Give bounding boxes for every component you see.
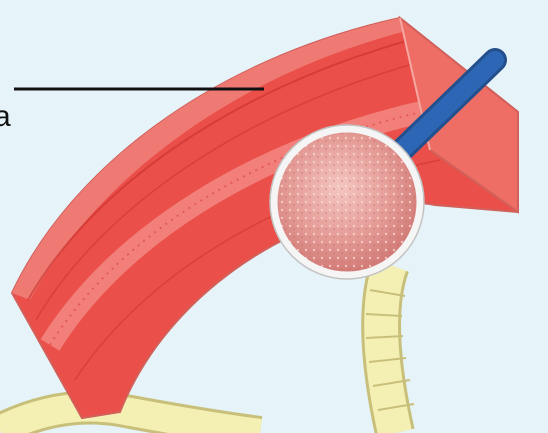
tissue-section <box>12 18 518 418</box>
callout-label: a <box>0 102 11 132</box>
